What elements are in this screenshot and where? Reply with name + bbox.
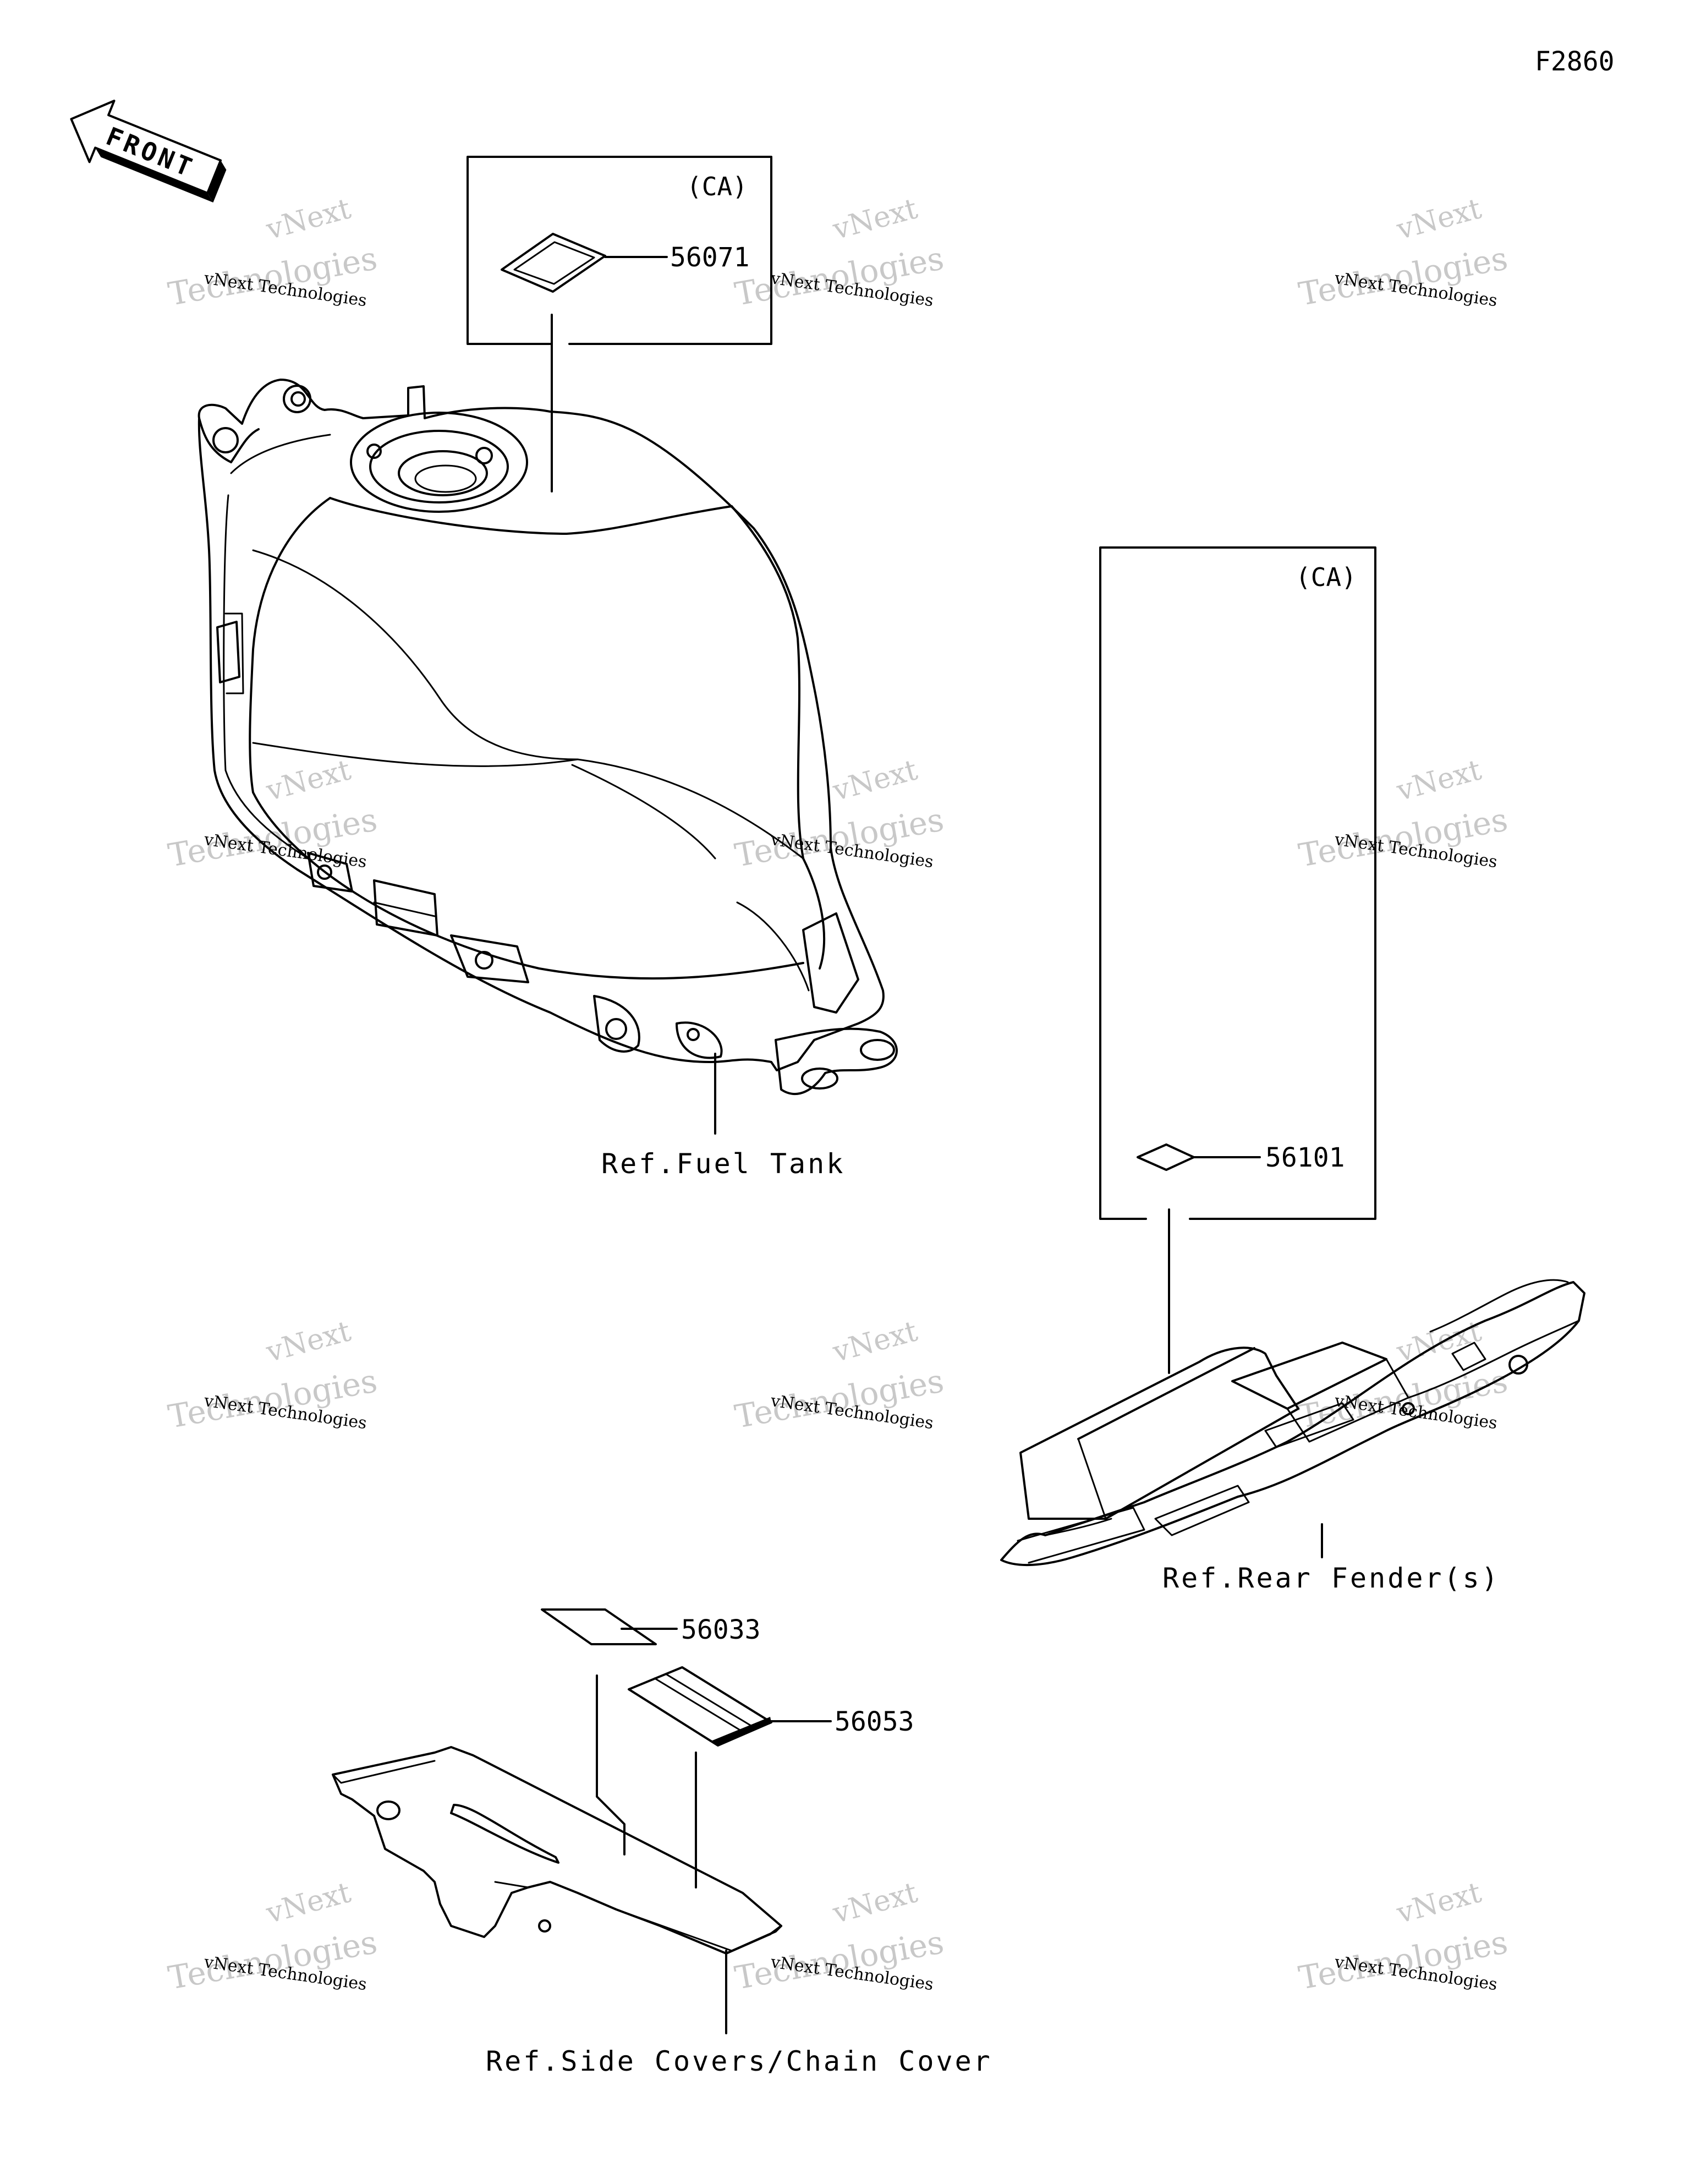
rear-fender-drawing bbox=[1000, 1279, 1585, 1567]
svg-text:vNext: vNext bbox=[829, 192, 921, 247]
ref-rear-fender-label: Ref.Rear Fender(s) bbox=[1162, 1562, 1500, 1594]
svg-text:vNext: vNext bbox=[262, 1315, 354, 1369]
svg-text:vNext: vNext bbox=[829, 1315, 921, 1369]
svg-text:vNext: vNext bbox=[829, 753, 921, 808]
fuel-tank-drawing bbox=[197, 379, 898, 1135]
svg-text:vNext: vNext bbox=[262, 753, 354, 808]
svg-text:vNext: vNext bbox=[262, 192, 354, 247]
region-label-ca: (CA) bbox=[687, 172, 748, 201]
figure-code: F2860 bbox=[1535, 46, 1615, 77]
svg-text:vNext: vNext bbox=[829, 1876, 921, 1930]
region-label-ca-2: (CA) bbox=[1296, 562, 1357, 592]
part-number-56053: 56053 bbox=[835, 1706, 914, 1737]
decal-56033 bbox=[541, 1608, 657, 1645]
callout-box-56101: (CA) 56101 bbox=[1099, 546, 1376, 1374]
svg-text:vNext: vNext bbox=[1393, 192, 1485, 247]
ref-fuel-tank-label: Ref.Fuel Tank bbox=[601, 1148, 845, 1180]
front-arrow-icon: FRONT bbox=[70, 100, 227, 202]
part-number-56101: 56101 bbox=[1265, 1142, 1345, 1173]
chain-cover-drawing bbox=[332, 1746, 782, 2034]
decal-group: 56033 56053 bbox=[541, 1608, 914, 1889]
svg-text:vNext: vNext bbox=[1393, 753, 1485, 808]
svg-text:vNext: vNext bbox=[1393, 1315, 1485, 1369]
part-number-56071: 56071 bbox=[670, 242, 750, 273]
callout-box-56071: (CA) 56071 bbox=[467, 156, 772, 492]
part-number-56033: 56033 bbox=[681, 1614, 761, 1645]
svg-text:vNext: vNext bbox=[262, 1876, 354, 1930]
decal-icon-2 bbox=[1137, 1143, 1195, 1171]
ref-side-covers-label: Ref.Side Covers/Chain Cover bbox=[486, 2045, 992, 2077]
svg-text:vNext: vNext bbox=[1393, 1876, 1485, 1930]
